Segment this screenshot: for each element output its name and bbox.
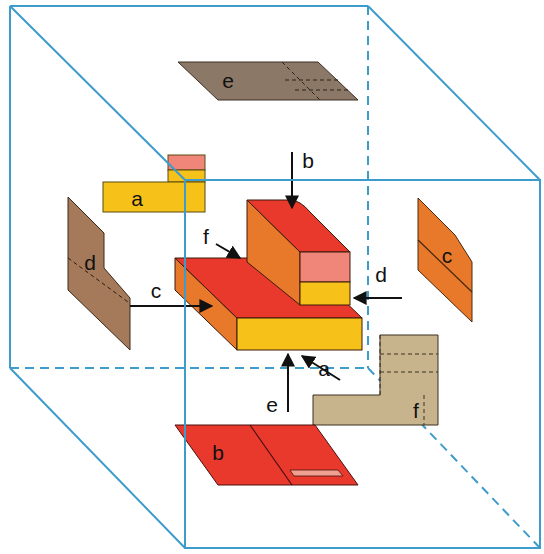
arrow-letter: c — [151, 280, 162, 301]
front-view-a — [103, 155, 205, 212]
view-letter: d — [84, 252, 96, 273]
arrow-letter: f — [203, 226, 209, 247]
view-letter: c — [442, 245, 453, 266]
view-letter: e — [222, 70, 234, 91]
cube-edge — [10, 6, 540, 548]
arrow-letter: e — [266, 394, 278, 415]
object-solid — [175, 200, 362, 350]
view-arrow — [130, 152, 402, 412]
bottom-view-b — [175, 425, 358, 485]
view-letter: b — [212, 442, 224, 463]
top-view-e — [178, 62, 358, 100]
view-letter: a — [131, 188, 143, 209]
arrow-letter: a — [318, 358, 330, 379]
left-view-d — [68, 197, 130, 350]
hidden-edge — [10, 6, 540, 548]
arrow-letter: d — [375, 264, 387, 285]
view-letter: f — [413, 400, 419, 421]
right-view-c — [418, 198, 472, 322]
arrow-letter: b — [302, 150, 314, 171]
